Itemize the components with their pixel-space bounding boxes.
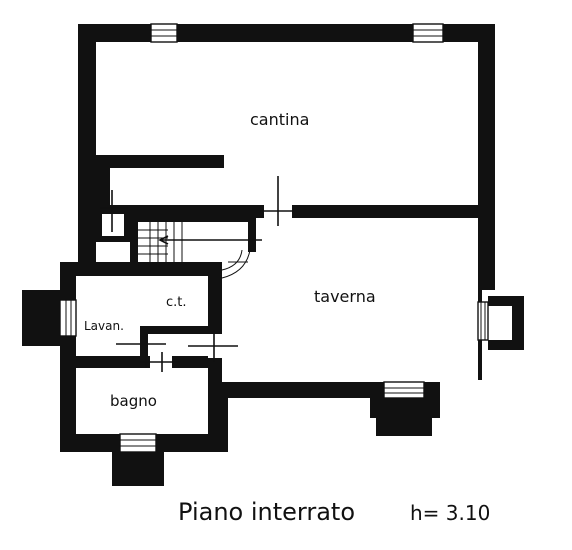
light-wells [22, 290, 524, 486]
room-label-cantina: cantina [250, 110, 309, 129]
room-label-bagno: bagno [110, 392, 157, 410]
room-label-taverna: taverna [314, 287, 376, 306]
plan-title: Piano interrato [178, 498, 355, 526]
staircase [138, 222, 251, 279]
plan-height: h= 3.10 [410, 501, 490, 525]
door-marks [100, 176, 294, 372]
room-label-ct: c.t. [166, 295, 187, 310]
windows [59, 23, 489, 453]
room-label-lavan: Lavan. [84, 319, 124, 333]
